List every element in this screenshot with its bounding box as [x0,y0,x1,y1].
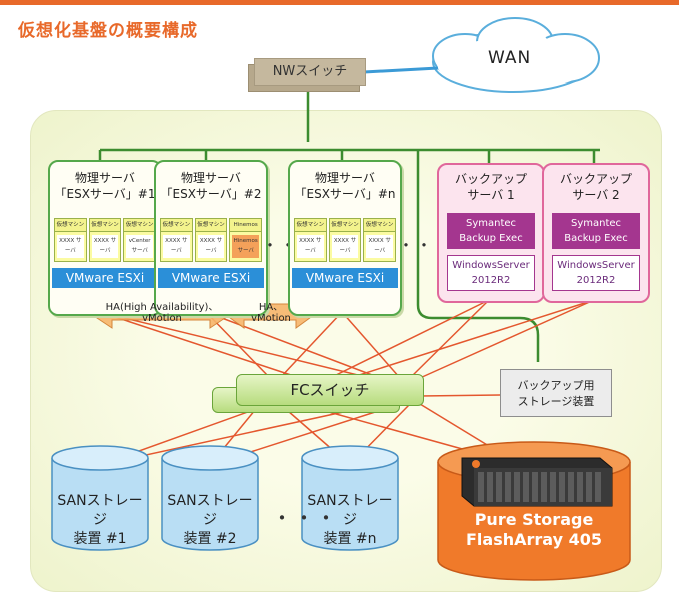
server-title: 物理サーバ 「ESXサーバ」#1 [54,171,156,201]
wan-label: WAN [488,48,532,68]
backup-server-1: バックアップ サーバ 1 Symantec Backup Exec Window… [437,163,545,303]
nw-switch: NWスイッチ [254,58,366,86]
san-storage-2-icon [161,445,259,551]
san-storage-n-icon [301,445,399,551]
fc-switch: FCスイッチ [236,374,424,406]
san-storage-1-label: SANストレージ 装置 #1 [57,493,143,547]
esxi-bar: VMware ESXi [292,268,398,288]
backup-title: バックアップ サーバ 2 [559,172,632,202]
ha-label-1: HA(High Availability)、 vMotion [105,302,219,324]
backup-storage: バックアップ用 ストレージ装置 [500,369,612,417]
backup-software: Symantec Backup Exec [447,213,535,249]
header-rule [0,0,679,5]
flasharray-hardware-icon [461,457,613,507]
wan-link [363,66,439,74]
backup-os: WindowsServer 2012R2 [447,255,535,291]
esxi-bar: VMware ESXi [158,268,264,288]
server-title: 物理サーバ 「ESXサーバ」#2 [160,171,262,201]
ha-label-2: HA、 vMotion [251,302,291,324]
backup-server-2: バックアップ サーバ 2 Symantec Backup Exec Window… [542,163,650,303]
backup-title: バックアップ サーバ 1 [454,172,527,202]
storage-ellipsis: ・・・ [272,506,338,530]
backup-software: Symantec Backup Exec [552,213,640,249]
san-storage-2-label: SANストレージ 装置 #2 [167,493,253,547]
wan-cloud-icon [432,17,600,93]
san-storage-1-icon [51,445,149,551]
server-title: 物理サーバ 「ESXサーバ」#n [294,171,396,201]
page-title: 仮想化基盤の概要構成 [18,21,198,41]
backup-os: WindowsServer 2012R2 [552,255,640,291]
san-storage-n-label: SANストレージ 装置 #n [307,493,393,547]
esxi-bar: VMware ESXi [52,268,158,288]
pure-storage-label: Pure Storage FlashArray 405 [466,510,602,549]
network-tree [98,90,600,362]
